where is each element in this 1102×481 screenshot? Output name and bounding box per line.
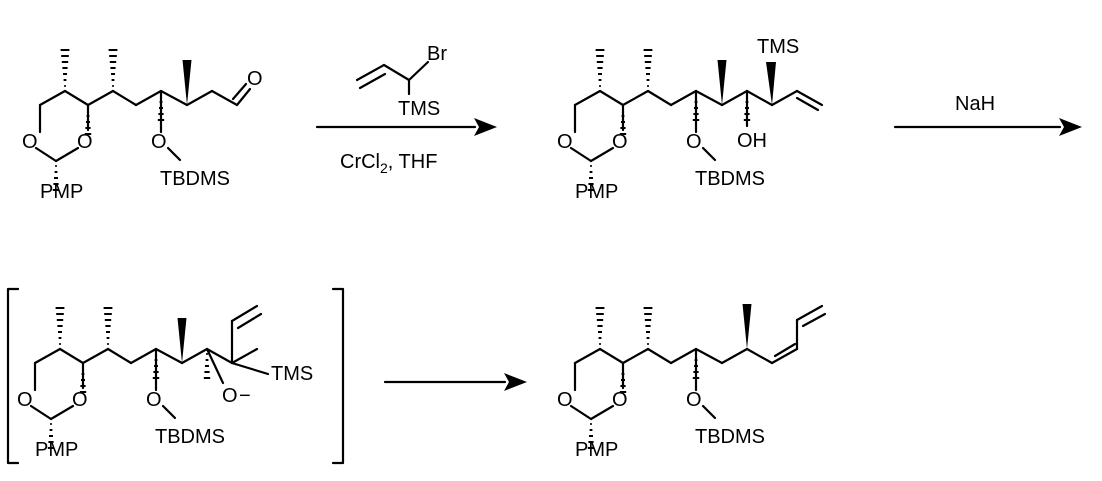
ring-oxygen-1: O: [17, 389, 33, 411]
pmp-label: PMP: [40, 181, 83, 203]
bromine-label: Br: [427, 43, 447, 65]
compound-2-alcohol: O O PMP O TBDMS OH TMS: [557, 36, 824, 203]
ring-oxygen-1: O: [22, 131, 38, 153]
ring-oxygen-2: O: [72, 389, 88, 411]
hydroxyl-label: OH: [737, 130, 767, 152]
ether-oxygen: O: [151, 131, 167, 153]
carbonyl-oxygen: O: [247, 68, 263, 90]
negative-charge: −: [239, 385, 251, 407]
pmp-label: PMP: [575, 439, 618, 461]
tms-label: TMS: [271, 363, 313, 385]
tbdms-label: TBDMS: [695, 426, 765, 448]
intermediate-alkoxide: O O PMP O TBDMS O − TMS: [17, 304, 313, 461]
ring-oxygen-2: O: [77, 131, 93, 153]
reagent-tms-label: TMS: [398, 98, 440, 120]
tbdms-label: TBDMS: [160, 168, 230, 190]
step1-conditions: CrCl2, THF: [340, 151, 437, 176]
product-diene: O O PMP O TBDMS: [557, 304, 827, 461]
compound-1-aldehyde: O O PMP O TBDMS O: [22, 50, 263, 203]
intermediate-brackets: [6, 287, 345, 465]
reagent-crotyl-bromide: Br TMS: [355, 43, 447, 120]
ring-oxygen-2: O: [612, 131, 628, 153]
ether-oxygen: O: [686, 131, 702, 153]
reaction-arrow-2: [893, 118, 1082, 136]
step2-reagent: NaH: [955, 93, 995, 115]
alkoxide-oxygen: O: [222, 385, 238, 407]
pmp-label: PMP: [35, 439, 78, 461]
tbdms-label: TBDMS: [695, 168, 765, 190]
reaction-arrow-1: [315, 118, 497, 136]
ring-oxygen-1: O: [557, 389, 573, 411]
ring-oxygen-2: O: [612, 389, 628, 411]
ether-oxygen: O: [146, 389, 162, 411]
ring-oxygen-1: O: [557, 131, 573, 153]
reaction-arrow-3: [383, 373, 527, 391]
pmp-label: PMP: [575, 181, 618, 203]
tbdms-label: TBDMS: [155, 426, 225, 448]
ether-oxygen: O: [686, 389, 702, 411]
tms-label: TMS: [757, 36, 799, 58]
